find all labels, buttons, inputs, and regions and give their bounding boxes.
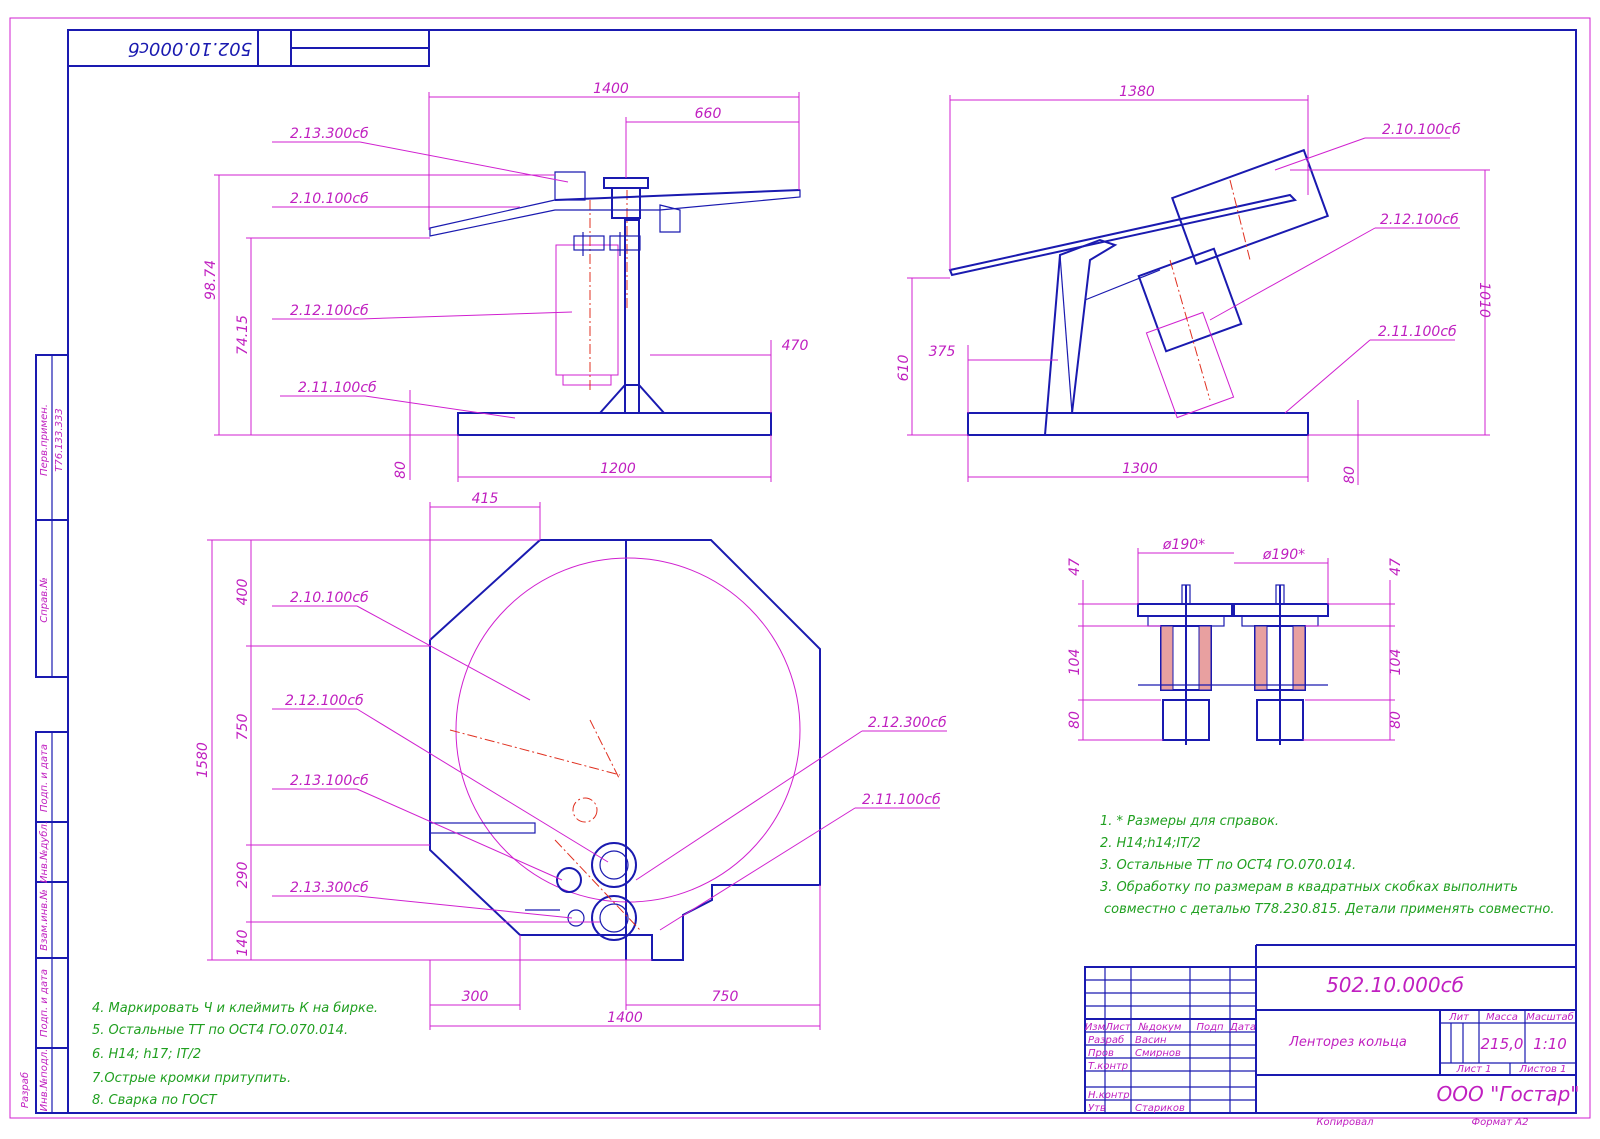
title-company: ООО "Гостар" <box>1437 1082 1580 1106</box>
note-left-5: 8. Сварка по ГОСТ <box>92 1093 218 1108</box>
title-sheets: Листов 1 <box>1519 1064 1567 1075</box>
stamp-podp-data-2: Подп. и дата <box>39 969 50 1037</box>
col-izm: Изм <box>1085 1022 1106 1033</box>
row-utv: Утв <box>1088 1103 1106 1114</box>
title-scale: 1:10 <box>1533 1035 1567 1053</box>
hdr-scale: Масштаб <box>1526 1011 1574 1023</box>
stamp-inv-podl: Инв.№подл. <box>39 1049 50 1112</box>
note-right-1: 1. * Размеры для справок. <box>1100 814 1279 829</box>
top-label-2111: 2.11.100сб <box>862 792 941 808</box>
notes-right: 1. * Размеры для справок. 2. H14;h14;IT/… <box>1100 814 1555 917</box>
top-label-2133: 2.13.300сб <box>290 880 369 896</box>
stamp-inv-dubl: Инв.№дубл. <box>38 821 50 883</box>
title-format: Формат А2 <box>1472 1117 1529 1128</box>
top-dim-750h: 750 <box>712 989 739 1005</box>
hdr-mass: Масса <box>1486 1012 1518 1023</box>
detail-dim-80b: 80 <box>1388 711 1404 729</box>
name-razrab: Васин <box>1135 1035 1167 1046</box>
title-block: 502.10.000сб Ленторез кольца Лит Масса М… <box>1084 944 1580 1128</box>
hdr-lit: Лит <box>1448 1012 1470 1023</box>
title-mass: 215,0 <box>1481 1035 1524 1053</box>
front-dim-7415: 74.15 <box>235 315 251 355</box>
side-label-2111: 2.11.100сб <box>1378 324 1457 340</box>
front-label-2133: 2.13.300сб <box>290 126 369 142</box>
title-designation: 502.10.000сб <box>1326 973 1464 997</box>
top-dim-415: 415 <box>472 491 499 507</box>
name-utv: Стариков <box>1135 1103 1185 1114</box>
note-left-2: 5. Остальные ТТ по ОСТ4 ГО.070.014. <box>92 1023 348 1038</box>
top-label-2121: 2.12.100сб <box>285 693 364 709</box>
side-dim-1010: 1010 <box>1476 282 1492 318</box>
sheet-trim <box>9 17 1591 1119</box>
detail-dim-190b: ø190* <box>1262 547 1305 563</box>
front-label-2101: 2.10.100сб <box>290 191 369 207</box>
side-dim-375: 375 <box>929 344 956 360</box>
row-prov: Пров <box>1088 1048 1114 1059</box>
side-label-2101: 2.10.100сб <box>1382 122 1461 138</box>
side-dim-610: 610 <box>896 355 912 382</box>
detail-dim-47a: 47 <box>1067 558 1083 576</box>
notes-left: 4. Маркировать Ч и клеймить К на бирке. … <box>92 1001 378 1108</box>
side-dim-1300: 1300 <box>1122 461 1158 477</box>
side-dim-1380: 1380 <box>1119 84 1155 100</box>
top-dim-750v: 750 <box>235 714 251 741</box>
front-dim-470: 470 <box>782 338 809 354</box>
stamp-razrab: Разраб <box>19 1072 31 1108</box>
title-name: Ленторез кольца <box>1288 1035 1407 1050</box>
front-dim-1400: 1400 <box>593 81 629 97</box>
detail-dim-80a: 80 <box>1067 711 1083 729</box>
row-tkontr: Т.контр <box>1088 1061 1128 1072</box>
col-list: Лист <box>1104 1022 1132 1033</box>
col-date: Дата <box>1229 1022 1256 1033</box>
top-dim-300: 300 <box>462 989 489 1005</box>
col-sign: Подп <box>1196 1022 1224 1033</box>
front-dim-9874: 98.74 <box>203 260 219 300</box>
detail-dim-47b: 47 <box>1388 558 1404 576</box>
top-dim-1400: 1400 <box>607 1010 643 1026</box>
side-stamps: Перв.примен. Т76.133.333 Справ.№ Подп. и… <box>19 354 69 1114</box>
detail-view: ø190* ø190* 47 104 80 47 104 80 <box>1067 537 1404 745</box>
title-kopiroval: Копировал <box>1316 1117 1374 1128</box>
title-sheet: Лист 1 <box>1456 1064 1492 1075</box>
side-view: 1380 1010 610 375 1300 80 2.10.100сб 2.1… <box>896 84 1492 485</box>
front-label-2111: 2.11.100сб <box>298 380 377 396</box>
row-razrab: Разраб <box>1088 1034 1124 1046</box>
side-label-2121: 2.12.100сб <box>1380 212 1459 228</box>
note-right-2: 2. H14;h14;IT/2 <box>1100 836 1201 851</box>
stamp-sprav: Справ.№ <box>39 577 50 622</box>
side-dim-80: 80 <box>1342 466 1358 484</box>
note-left-1: 4. Маркировать Ч и клеймить К на бирке. <box>92 1001 378 1016</box>
stamp-perv-primen: Перв.примен. <box>39 404 50 476</box>
rotated-designation: 502.10.000сб <box>128 38 252 59</box>
top-left-stamp: 502.10.000сб <box>67 29 430 67</box>
top-label-2101: 2.10.100сб <box>290 590 369 606</box>
top-dim-1580: 1580 <box>195 742 211 778</box>
detail-dim-190a: ø190* <box>1162 537 1205 553</box>
note-left-4: 7.Острые кромки притупить. <box>92 1071 291 1086</box>
col-doc: №докум <box>1138 1022 1182 1033</box>
front-dim-660: 660 <box>695 106 722 122</box>
stamp-podp-data-1: Подп. и дата <box>39 744 50 812</box>
detail-dim-104b: 104 <box>1388 649 1404 676</box>
top-label-2131: 2.13.100сб <box>290 773 369 789</box>
detail-dim-104a: 104 <box>1067 649 1083 676</box>
front-dim-1200: 1200 <box>600 461 636 477</box>
stamp-vzam-inv: Взам.инв.№ <box>39 889 50 951</box>
row-nkontr: Н.контр <box>1088 1090 1130 1101</box>
name-prov: Смирнов <box>1135 1048 1181 1059</box>
top-dim-140: 140 <box>235 930 251 957</box>
top-dim-290: 290 <box>235 862 251 889</box>
front-dim-80: 80 <box>393 461 409 479</box>
stamp-perv-value: Т76.133.333 <box>54 408 65 471</box>
top-dim-400: 400 <box>235 579 251 606</box>
note-right-3: 3. Остальные ТТ по ОСТ4 ГО.070.014. <box>1100 858 1356 873</box>
note-left-3: 6. H14; h17; IT/2 <box>92 1047 201 1062</box>
top-view: 415 1580 400 750 290 140 300 750 1400 2.… <box>195 491 947 1030</box>
front-view: 1400 660 98.74 74.15 470 80 1200 2.13.30… <box>203 81 808 482</box>
note-right-5: совместно с деталью Т78.230.815. Детали … <box>1104 902 1555 917</box>
front-label-2121: 2.12.100сб <box>290 303 369 319</box>
note-right-4: 3. Обработку по размерам в квадратных ск… <box>1100 880 1518 895</box>
top-label-2123: 2.12.300сб <box>868 715 947 731</box>
